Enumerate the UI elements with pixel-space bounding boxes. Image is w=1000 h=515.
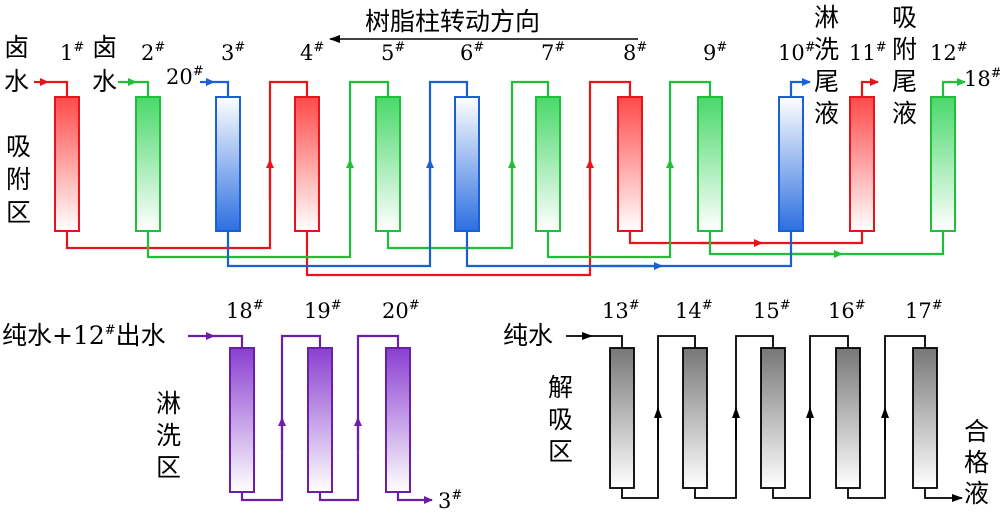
- svg-text:水: 水: [4, 67, 29, 96]
- svg-text:区: 区: [548, 437, 573, 466]
- svg-text:尾: 尾: [814, 67, 839, 96]
- svg-text:格: 格: [964, 448, 989, 477]
- svg-text:吸: 吸: [548, 405, 573, 434]
- column-6: [454, 96, 480, 232]
- svg-text:吸: 吸: [892, 3, 917, 32]
- column-label-12: 12#: [930, 40, 968, 65]
- desorb-column-label-14: 14#: [675, 298, 713, 323]
- desorb-feed-label: 纯水: [503, 321, 553, 350]
- column-4: [294, 96, 320, 232]
- top-columns: 1# 2# 3# 4# 5# 6# 7# 8# 9# 10# 11# 12#: [54, 40, 968, 232]
- svg-text:合: 合: [964, 417, 989, 446]
- column-label-5: 5#: [381, 40, 405, 65]
- column-label-4: 4#: [300, 40, 324, 65]
- desorb-column-label-13: 13#: [602, 298, 640, 323]
- rinse-column-19: [307, 347, 333, 493]
- svg-text:解: 解: [548, 373, 573, 402]
- svg-text:水: 水: [92, 67, 117, 96]
- desorb-column-label-17: 17#: [905, 298, 943, 323]
- rinse-feed-label: 纯水+12#出水: [2, 321, 166, 350]
- column-2: [135, 96, 161, 232]
- rinse-column-18: [229, 347, 255, 493]
- column-10: [778, 96, 804, 232]
- column-label-2: 2#: [141, 40, 165, 65]
- qualified-liquid-label: 合格液: [964, 417, 989, 508]
- desorb-column-14: [682, 347, 708, 489]
- svg-text:液: 液: [892, 99, 917, 128]
- desorb-columns: 13# 14# 15# 16# 17#: [602, 298, 943, 489]
- column-label-11: 11#: [849, 40, 887, 65]
- rinse-column-label-18: 18#: [226, 298, 264, 323]
- feed-20-label: 20#: [166, 64, 204, 89]
- column-5: [375, 96, 401, 232]
- desorb-column-13: [609, 347, 635, 489]
- desorb-flow-lines: [566, 332, 963, 502]
- svg-text:淋: 淋: [814, 3, 839, 32]
- column-label-1: 1#: [60, 40, 84, 65]
- column-8: [617, 96, 643, 232]
- column-label-8: 8#: [623, 40, 647, 65]
- svg-text:附: 附: [892, 35, 917, 64]
- svg-text:区: 区: [156, 453, 181, 482]
- rotation-direction-title: 树脂柱转动方向: [365, 7, 540, 36]
- brine-feed-label-1-stack: 卤 水: [4, 33, 29, 96]
- svg-text:液: 液: [964, 479, 989, 508]
- rinse-zone-label: 淋洗区: [156, 389, 181, 482]
- desorb-column-label-16: 16#: [828, 298, 866, 323]
- top-flow-lines: [34, 78, 966, 277]
- svg-text:淋: 淋: [156, 389, 181, 418]
- desorb-column-label-15: 15#: [753, 298, 791, 323]
- column-label-3: 3#: [221, 40, 245, 65]
- desorb-zone-label: 解吸区: [548, 373, 573, 466]
- out-18-label: 18#: [964, 66, 1000, 91]
- svg-text:卤: 卤: [92, 33, 117, 62]
- svg-text:尾: 尾: [892, 67, 917, 96]
- svg-text:洗: 洗: [156, 421, 181, 450]
- column-7: [535, 96, 561, 232]
- column-label-7: 7#: [541, 40, 565, 65]
- svg-text:附: 附: [6, 165, 31, 194]
- rinse-column-label-20: 20#: [382, 298, 420, 323]
- desorb-column-17: [912, 347, 938, 489]
- svg-text:区: 区: [6, 198, 31, 227]
- column-label-10: 10#: [778, 40, 816, 65]
- column-3: [215, 96, 241, 232]
- column-label-6: 6#: [460, 40, 484, 65]
- brine-feed-label-2-stack: 卤 水: [92, 33, 117, 96]
- svg-text:液: 液: [814, 99, 839, 128]
- column-label-9: 9#: [703, 40, 727, 65]
- desorb-column-16: [835, 347, 861, 489]
- svg-text:洗: 洗: [814, 35, 839, 64]
- rinse-flow-lines: [188, 332, 433, 504]
- column-11: [849, 96, 875, 232]
- column-1: [54, 96, 80, 232]
- rinse-columns: 18# 19# 20#: [226, 298, 420, 493]
- desorb-column-15: [760, 347, 786, 489]
- rinse-column-label-19: 19#: [304, 298, 342, 323]
- svg-text:卤: 卤: [4, 33, 29, 62]
- column-12: [930, 96, 956, 232]
- svg-text:吸: 吸: [6, 132, 31, 161]
- adsorption-zone-label: 吸附区: [6, 132, 31, 227]
- rinse-out-label: 3#: [438, 488, 462, 513]
- column-9: [697, 96, 723, 232]
- rinse-column-20: [385, 347, 411, 493]
